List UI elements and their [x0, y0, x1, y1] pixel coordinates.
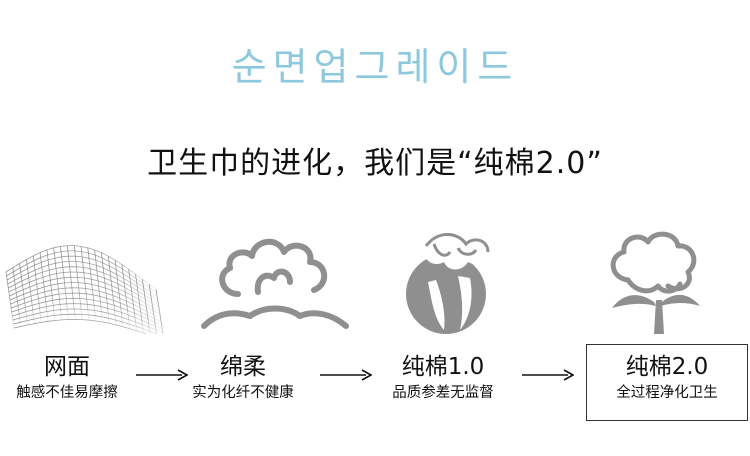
mesh-column-line [73, 245, 83, 320]
mesh-column-line [53, 247, 63, 320]
stage-1-subtitle: 触感不佳易摩擦 [16, 385, 118, 401]
mesh-column-line [94, 249, 103, 323]
stage-4-subtitle: 全过程净化卫生 [616, 385, 718, 401]
stage-4-box [586, 344, 748, 421]
arrow-right-icon [136, 369, 188, 381]
korean-title: 순면업그레이드 [231, 45, 519, 89]
mesh-column-line [121, 264, 131, 329]
mesh-row-line [13, 318, 148, 334]
arrow-right-icon [522, 369, 574, 381]
mesh-column-line [107, 256, 117, 326]
mesh-column-line [87, 247, 97, 322]
mesh-row-line [5, 245, 157, 290]
headline: 卫生巾的进化，我们是“纯棉2.0” [147, 146, 603, 181]
stage-2-subtitle: 实为化纤不健康 [192, 385, 294, 401]
cotton-flower-icon [570, 222, 750, 334]
mesh-column-line [19, 263, 28, 326]
stage-4-title: 纯棉2.0 [625, 354, 709, 380]
mesh-column-line [135, 274, 144, 334]
mesh-column-line [5, 271, 15, 329]
mesh-column-line [46, 249, 56, 321]
arrow-right-icon [320, 369, 372, 381]
mesh-column-line [128, 269, 138, 331]
stage-2-title: 绵柔 [220, 354, 266, 380]
cotton-boll-icon [388, 222, 568, 334]
mesh-column-line [101, 252, 110, 324]
mesh-column-line [114, 260, 124, 327]
mesh-column-line [12, 267, 22, 327]
mesh-column-line [80, 246, 90, 321]
stage-4-labels: 纯棉2.0 全过程净化卫生 [596, 352, 738, 404]
stage-2-labels: 绵柔 实为化纤不健康 [186, 352, 300, 404]
mesh-column-line [67, 245, 76, 320]
stage-3-title: 纯棉1.0 [401, 354, 485, 380]
mesh-icon [0, 222, 180, 334]
mesh-column-line [32, 255, 42, 323]
mesh-column-line [60, 246, 69, 320]
stage-1-labels: 网面 触感不佳易摩擦 [10, 352, 124, 404]
stage-1-title: 网面 [44, 354, 90, 380]
cloud-soft-icon [186, 222, 366, 334]
stage-3-labels: 纯棉1.0 品质参差无监督 [386, 352, 500, 404]
stage-3-subtitle: 品质参差无监督 [392, 385, 494, 401]
mesh-column-line [142, 279, 151, 334]
mesh-column-line [155, 289, 164, 334]
mesh-column-line [148, 284, 158, 334]
mesh-column-line [26, 259, 35, 324]
mesh-column-line [39, 252, 49, 322]
